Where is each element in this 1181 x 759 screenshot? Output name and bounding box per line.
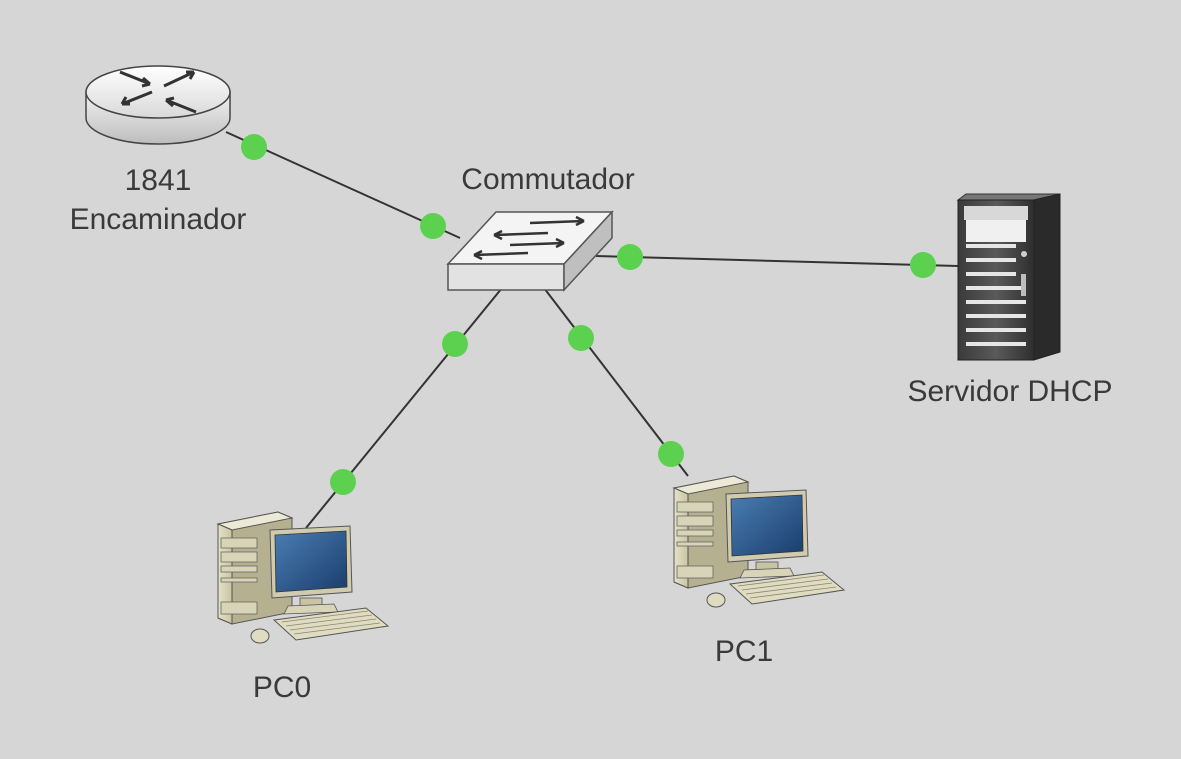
- switch-icon[interactable]: [446, 210, 614, 292]
- status-dot-switch-pc0-side: [442, 331, 468, 357]
- router-name-label: Encaminador: [70, 203, 247, 236]
- pc0-icon[interactable]: [217, 511, 389, 644]
- status-dot-server-side: [910, 252, 936, 278]
- status-dot-router-side: [241, 134, 267, 160]
- router-model-label: 1841: [125, 164, 192, 197]
- pc1-icon[interactable]: [673, 475, 845, 608]
- server-label: Servidor DHCP: [907, 375, 1112, 408]
- status-dot-switch-server-side: [617, 244, 643, 270]
- pc1-label: PC1: [715, 635, 773, 668]
- status-dot-pc0-side: [330, 469, 356, 495]
- link-switch-server[interactable]: [595, 255, 959, 267]
- link-status-indicators: [241, 134, 936, 495]
- status-dot-switch-router-side: [420, 213, 446, 239]
- status-dot-pc1-side: [658, 441, 684, 467]
- status-dot-switch-pc1-side: [568, 325, 594, 351]
- router-icon[interactable]: [85, 65, 231, 145]
- server-icon[interactable]: [956, 193, 1061, 361]
- pc0-label: PC0: [253, 671, 311, 704]
- switch-label: Commutador: [461, 163, 634, 196]
